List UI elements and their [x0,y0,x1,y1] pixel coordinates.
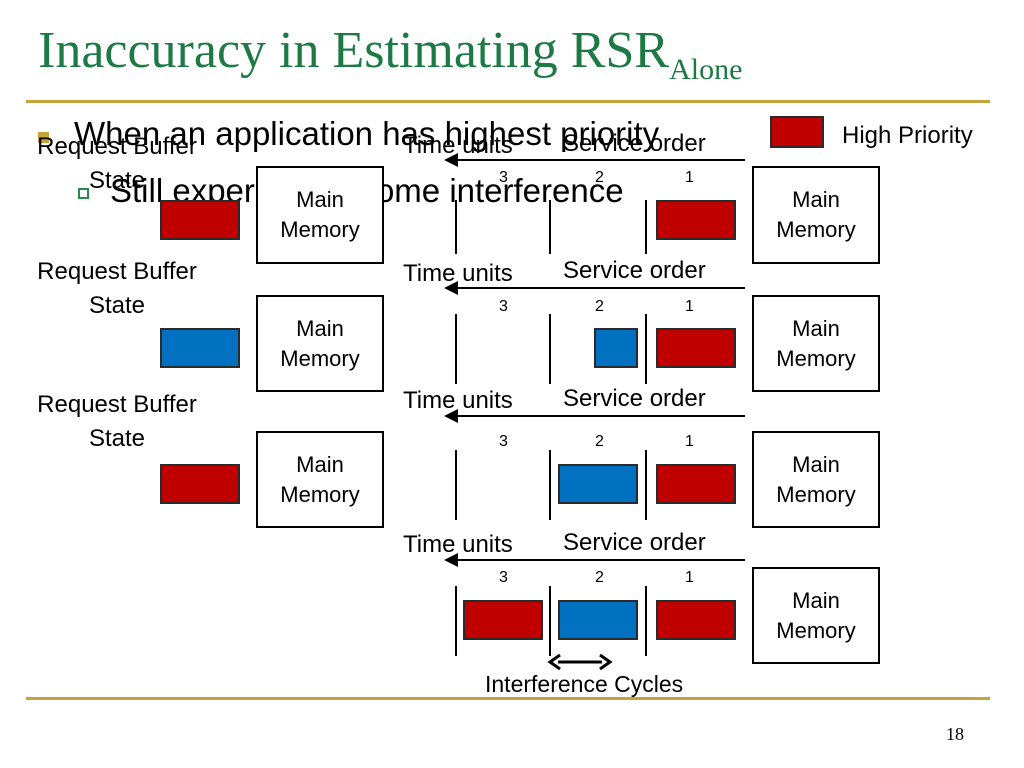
main-memory-line1: Main [296,451,344,477]
slot-divider [645,586,647,656]
slot-number-1: 1 [685,169,694,186]
request-buffer-line2: State [88,292,146,319]
main-memory-line2: Memory [776,217,856,242]
main-memory-line1: Main [792,451,840,477]
served-low-priority-request [558,600,638,640]
request-high-priority [160,200,240,240]
main-memory-line2: Memory [776,345,856,371]
bullet-square-icon [38,132,49,143]
served-high-priority-request-delayed [463,600,543,640]
slot-number-1: 1 [685,298,694,315]
main-memory-line2: Memory [280,481,360,507]
time-units-label: Time units [403,531,513,558]
timeline-arrow [444,409,745,423]
served-high-priority-request [656,464,736,504]
high-priority-legend-label: High Priority [842,122,973,149]
main-memory-line1: Main [792,315,840,341]
interference-double-arrow-icon [547,653,613,671]
request-buffer-line2: State [88,425,146,452]
slot-divider [455,200,457,254]
slot-divider [455,586,457,656]
request-buffer-line1: Request Buffer [37,258,197,285]
interference-cycles-label: Interference Cycles [485,671,684,697]
main-memory-line1: Main [296,187,344,213]
timeline-arrow [444,153,745,167]
main-memory-line2: Memory [776,617,856,643]
high-priority-legend-swatch [770,116,824,148]
slot-divider [549,200,551,254]
slot-divider [645,450,647,520]
main-memory-line2: Memory [776,481,856,507]
slot-divider [455,450,457,520]
bottom-rule [26,697,990,700]
main-memory-line2: Memory [280,217,360,242]
request-buffer-line2: State [88,167,146,194]
service-order-label: Service order [563,257,706,284]
timeline-arrow [444,553,745,567]
slot-divider [645,200,647,254]
time-units-label: Time units [403,387,513,414]
slot-number-2: 2 [595,433,604,450]
slot-number-1: 1 [685,433,694,450]
bullet-text-1: When an application has highest priority [74,115,660,152]
page-number: 18 [946,724,964,744]
request-low-priority [160,328,240,368]
slide-title: Inaccuracy in Estimating RSRAlone [38,22,742,86]
slot-divider [549,450,551,520]
slot-number-3: 3 [499,569,508,586]
slot-divider [455,314,457,384]
slot-number-2: 2 [595,169,604,186]
served-low-priority-request [558,464,638,504]
main-memory-line1: Main [792,587,840,613]
main-memory-line2: Memory [280,345,360,371]
slot-divider [549,314,551,384]
service-order-label: Service order [563,130,706,157]
title-main: Inaccuracy in Estimating RSR [38,22,670,79]
served-low-priority-request-partial [594,328,638,368]
served-high-priority-request [656,328,736,368]
slot-divider [549,586,551,656]
service-order-label: Service order [563,385,706,412]
slot-number-3: 3 [499,298,508,315]
slot-number-3: 3 [499,433,508,450]
main-memory-line1: Main [792,187,840,213]
main-memory-line1: Main [296,315,344,341]
slot-number-2: 2 [595,569,604,586]
sub-bullet-square-icon [78,188,89,199]
slot-number-1: 1 [685,569,694,586]
request-high-priority [160,464,240,504]
request-buffer-line1: Request Buffer [37,391,197,418]
title-subscript: Alone [669,53,743,86]
top-rule [26,100,990,103]
timeline-arrow [444,281,745,295]
request-buffer-line1: Request Buffer [37,133,197,160]
served-high-priority-request [656,600,736,640]
served-high-priority-request [656,200,736,240]
service-order-label: Service order [563,529,706,556]
slot-number-2: 2 [595,298,604,315]
slot-divider [645,314,647,384]
slot-number-3: 3 [499,169,508,186]
